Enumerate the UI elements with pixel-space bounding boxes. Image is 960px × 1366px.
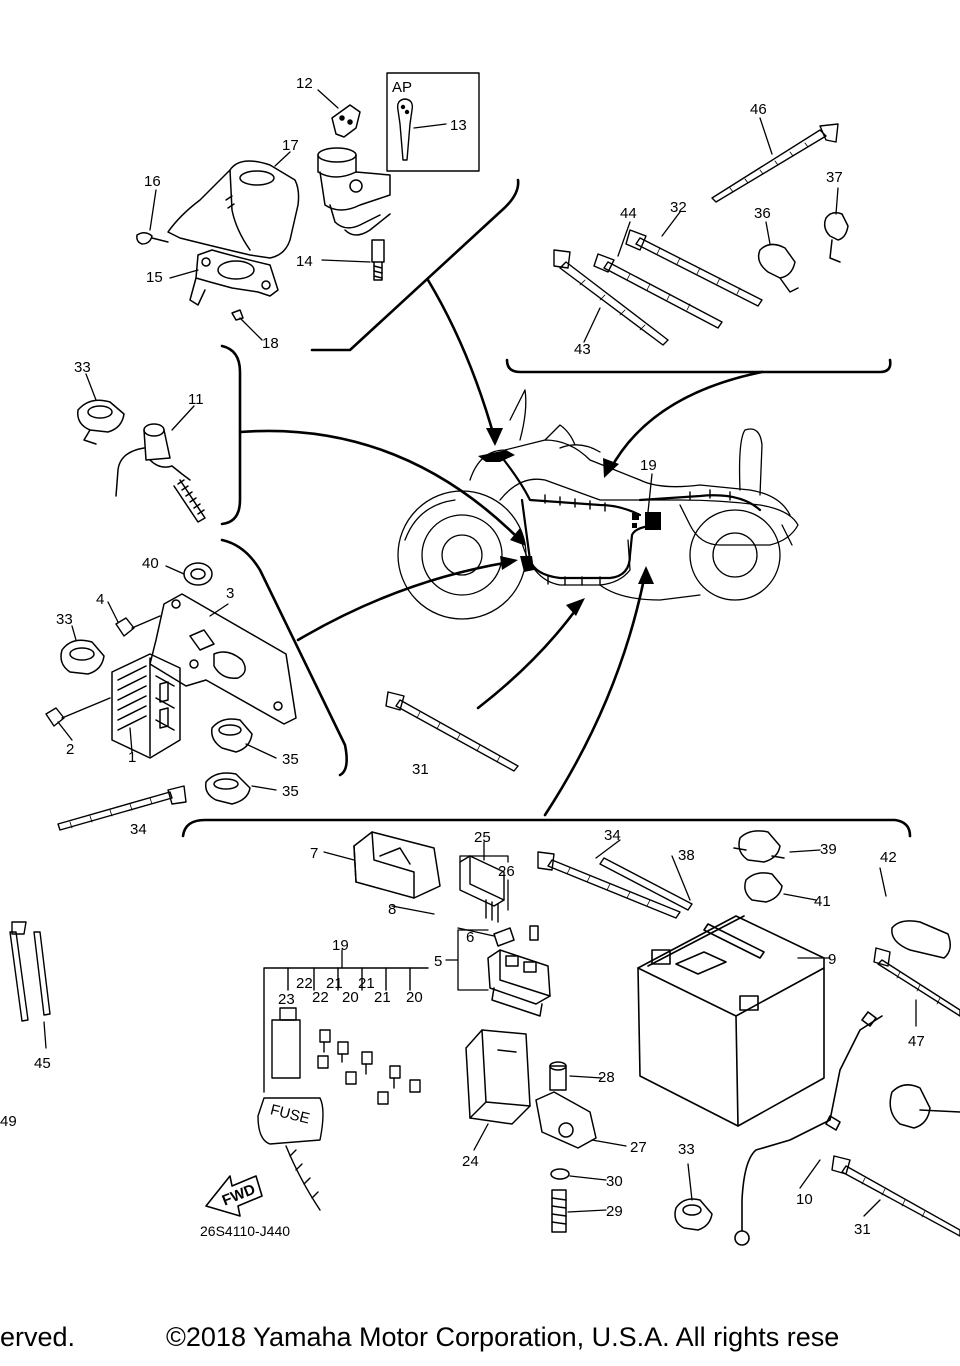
- callout-32: 32: [670, 199, 687, 216]
- harness-components: [478, 450, 661, 572]
- callout-43: 43: [574, 341, 591, 358]
- callout-10: 10: [796, 1191, 813, 1208]
- relay-box-7: [353, 831, 441, 899]
- ap-label: AP: [392, 79, 412, 96]
- group-brackets: [181, 178, 912, 838]
- battery-lead: [734, 1011, 883, 1246]
- fuse-label: FUSE: [269, 1101, 312, 1127]
- callout-33-lower: 33: [678, 1141, 695, 1158]
- callout-26: 26: [498, 863, 515, 880]
- horn-switch: [115, 423, 206, 523]
- flasher-relay-24: [465, 1029, 531, 1125]
- pointer-arrows: [238, 278, 764, 817]
- callout-46: 46: [750, 101, 767, 118]
- fuse-block: [257, 967, 429, 1211]
- callout-6: 6: [466, 929, 474, 946]
- callout-40: 40: [142, 555, 159, 572]
- callout-19-harness: 19: [640, 457, 657, 474]
- switch-bracket: [136, 232, 279, 321]
- battery: [637, 915, 825, 1127]
- callout-24: 24: [462, 1153, 479, 1170]
- callout-23: 23: [278, 991, 295, 1008]
- callout-31-mid: 31: [412, 761, 429, 778]
- tie-serrations: [69, 142, 941, 1218]
- arrow-heads: [486, 428, 654, 616]
- callout-38: 38: [678, 847, 695, 864]
- key-inset-box: [386, 72, 480, 172]
- starter-relay-5: [487, 925, 551, 1017]
- callout-35-a: 35: [282, 751, 299, 768]
- callout-42: 42: [880, 849, 897, 866]
- footer: erved. ©2018 Yamaha Motor Corporation, U…: [0, 1322, 960, 1366]
- cable-ties: [9, 123, 960, 1237]
- callout-31-lower: 31: [854, 1221, 871, 1238]
- callout-35-b: 35: [282, 783, 299, 800]
- callout-36: 36: [754, 205, 771, 222]
- callout-28: 28: [598, 1069, 615, 1086]
- callout-25: 25: [474, 829, 491, 846]
- bolts: [45, 615, 161, 727]
- callout-22-a: 22: [296, 975, 313, 992]
- footer-left-fragment: erved.: [0, 1322, 76, 1352]
- leader-lines: [43, 89, 917, 1217]
- sensor-27: [535, 1061, 597, 1233]
- callout-30: 30: [606, 1173, 623, 1190]
- callout-20-b: 20: [406, 989, 423, 1006]
- callout-3: 3: [226, 585, 234, 602]
- drawing-code: 26S4110-J440: [200, 1223, 290, 1239]
- callout-47: 47: [908, 1033, 925, 1050]
- callout-34-left: 34: [130, 821, 147, 838]
- callout-45: 45: [34, 1055, 51, 1072]
- fwd-arrow: [205, 1175, 263, 1217]
- callout-20-a: 20: [342, 989, 359, 1006]
- footer-copyright: ©2018 Yamaha Motor Corporation, U.S.A. A…: [166, 1322, 840, 1352]
- callout-29: 29: [606, 1203, 623, 1220]
- callout-4: 4: [96, 591, 104, 608]
- regulator-plate: [149, 593, 297, 725]
- callout-19-fuse: 19: [332, 937, 349, 954]
- callout-49: 49: [0, 1113, 17, 1130]
- callout-21-a: 21: [326, 975, 343, 992]
- clamps: [60, 211, 960, 1231]
- callout-22-b: 22: [312, 989, 329, 1006]
- callout-41: 41: [814, 893, 831, 910]
- callout-18: 18: [262, 335, 279, 352]
- callout-34-lower: 34: [604, 827, 621, 844]
- callout-5: 5: [434, 953, 442, 970]
- callout-labels: 1 2 3 4 5 6 7 8 9 10 11 12 13 14 15 16 1…: [0, 75, 925, 1238]
- callout-44: 44: [620, 205, 637, 222]
- callout-21-c: 21: [374, 989, 391, 1006]
- harness-wiring: [498, 453, 762, 580]
- callout-15: 15: [146, 269, 163, 286]
- callout-27: 27: [630, 1139, 647, 1156]
- rectifier-regulator: [111, 653, 181, 759]
- callout-33-mid: 33: [56, 611, 73, 628]
- callout-1: 1: [128, 749, 136, 766]
- harness-clips: [544, 489, 731, 586]
- callout-33-top: 33: [74, 359, 91, 376]
- callout-8: 8: [388, 901, 396, 918]
- callout-14: 14: [296, 253, 313, 270]
- callout-2: 2: [66, 741, 74, 758]
- callout-16: 16: [144, 173, 161, 190]
- callout-39: 39: [820, 841, 837, 858]
- callout-12: 12: [296, 75, 313, 92]
- switch-cover: [167, 160, 300, 259]
- callout-7: 7: [310, 845, 318, 862]
- callout-21-b: 21: [358, 975, 375, 992]
- callout-37: 37: [826, 169, 843, 186]
- callout-9: 9: [828, 951, 836, 968]
- main-switch-assembly: [317, 104, 391, 281]
- callout-11: 11: [188, 391, 204, 408]
- callout-17: 17: [282, 137, 299, 154]
- callout-13: 13: [450, 117, 467, 134]
